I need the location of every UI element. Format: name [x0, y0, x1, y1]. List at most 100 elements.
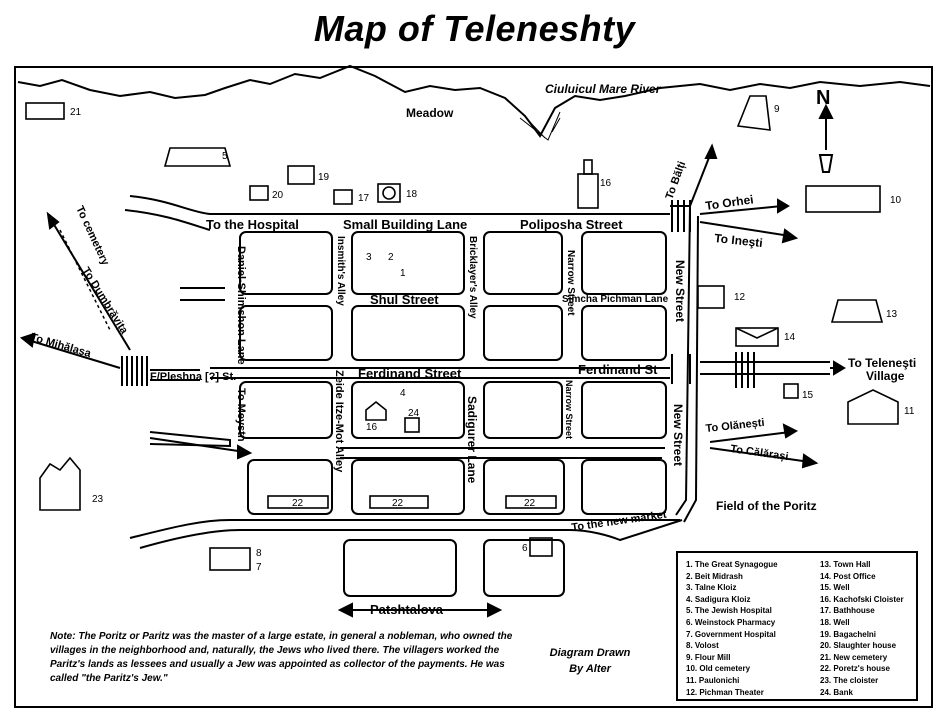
block [239, 305, 333, 361]
legend-item: 19. Bagachelni [820, 629, 877, 639]
block [247, 459, 333, 515]
legend-item: 5. The Jewish Hospital [686, 606, 772, 616]
river-label: Ciuluicul Mare River [545, 82, 662, 96]
poliposha-label: Poliposha Street [520, 217, 623, 232]
site-number: 5 [222, 151, 228, 162]
legend-item: 8. Volost [686, 641, 719, 651]
legend-column-left: 1. The Great Synagogue 2. Beit Midrash 3… [686, 559, 778, 698]
site-number: 7 [256, 562, 262, 573]
legend-item: 21. New cemetery [820, 652, 888, 662]
legend-item: 7. Government Hospital [686, 629, 776, 639]
legend-item: 15. Well [820, 583, 850, 593]
site-number: 24 [408, 408, 420, 419]
site-number: 8 [256, 548, 262, 559]
legend-item: 11. Paulonichi [686, 675, 740, 685]
narrow-street-label-1: Narrow Street [565, 250, 576, 316]
block [581, 231, 667, 295]
site-number: 21 [70, 107, 82, 118]
map-title: Map of Teleneshty [313, 8, 636, 49]
meadow-label: Meadow [406, 106, 454, 120]
zeide-alley-label: Zeide Itze-Mot Alley [333, 370, 345, 473]
map-labels: Ciuluicul Mare River Meadow N To the Hos… [29, 82, 916, 617]
note-text: Note: The Poritz or Paritz was the maste… [50, 631, 513, 684]
north-label: N [816, 87, 830, 109]
site-number: 17 [358, 193, 370, 204]
buildings [25, 95, 899, 571]
legend-column-right: 13. Town Hall 14. Post Office 15. Well 1… [820, 559, 904, 698]
legend-item: 16. Kachofski Cloister [820, 594, 904, 604]
direction-arrows [19, 103, 846, 618]
site-number: 15 [802, 390, 814, 401]
to-balti-label: To Bălți [664, 160, 689, 201]
city-blocks [239, 231, 667, 597]
site-number: 23 [92, 494, 104, 505]
block [351, 231, 465, 295]
credit-line-2: By Alter [569, 663, 611, 675]
legend-item: 4. Sadigura Kloiz [686, 594, 751, 604]
legend-item: 17. Bathhouse [820, 606, 875, 616]
block [351, 459, 465, 515]
village-label: Village [866, 369, 905, 383]
hills-outline [17, 64, 931, 138]
site-number: 9 [774, 104, 780, 115]
north-marker [818, 154, 834, 173]
site-number: 1 [400, 268, 406, 279]
block [351, 381, 465, 439]
block [351, 305, 465, 361]
to-dumbravita-label: To Dumbrăvița [79, 265, 130, 337]
simcha-lane-label: Simcha Pichman Lane [562, 294, 669, 305]
block [581, 305, 667, 361]
legend-item: 14. Post Office [820, 571, 876, 581]
legend-item: 20. Slaughter house [820, 641, 897, 651]
block [483, 305, 563, 361]
block [483, 459, 565, 515]
block [239, 231, 333, 295]
field-label: Field of the Poritz [716, 499, 817, 513]
site-number: 4 [400, 388, 406, 399]
block [239, 381, 333, 439]
site-number: 11 [904, 406, 915, 417]
block [483, 381, 563, 439]
site-number: 14 [784, 332, 796, 343]
site-numbers: 1 2 3 4 5 6 7 8 9 10 11 11 12 13 14 15 1… [70, 104, 915, 573]
to-inesti-label: To Ineşti [714, 231, 764, 250]
credit-line-1: Diagram Drawn [549, 647, 631, 659]
legend-item: 3. Talne Kloiz [686, 583, 737, 593]
streets [124, 195, 683, 549]
shul-street-label: Shul Street [370, 292, 439, 307]
fpleshna-label: F/Pleshna [?] St. [150, 371, 236, 383]
legend: 1. The Great Synagogue 2. Beit Midrash 3… [676, 551, 918, 701]
new-cemetery-symbol [25, 102, 65, 120]
site-number: 22 [292, 498, 304, 509]
daniel-lane-label: Daniel-Shimshon Lane [235, 246, 247, 365]
riverbank-hatching [519, 111, 561, 141]
block [483, 539, 565, 597]
to-mihalasa-label: To Mihălaşa [29, 331, 93, 360]
ferdinand-st-label: Ferdinand St [578, 362, 658, 377]
ferdinand-street-label: Ferdinand Street [358, 366, 462, 381]
site-number: 22 [524, 498, 536, 509]
to-calarasi-label: To Călărași [730, 443, 790, 463]
to-orhei-label: To Orhei [704, 192, 754, 213]
site-number: 2 [388, 252, 394, 263]
new-street-label-2: New Street [671, 404, 685, 466]
dotted-paths [59, 229, 111, 331]
to-meystn-label: To Meystn [235, 388, 247, 442]
legend-item: 2. Beit Midrash [686, 571, 743, 581]
legend-item: 12. Pichman Theater [686, 687, 764, 697]
sadigurer-lane-label: Sadigurer Lane [465, 396, 479, 484]
new-street [670, 205, 699, 523]
site-number: 18 [406, 189, 418, 200]
to-cemetery-label: To cemetery [73, 204, 111, 268]
legend-item: 6. Weinstock Pharmacy [686, 617, 776, 627]
to-hospital-label: To the Hospital [206, 217, 299, 232]
site-number: 12 [734, 292, 746, 303]
site-number: 22 [392, 498, 404, 509]
to-telenesti-label: To Teleneşti [848, 356, 916, 370]
site-number: 20 [272, 190, 284, 201]
block [581, 381, 667, 439]
legend-item: 18. Well [820, 617, 850, 627]
site-number: 16 [600, 178, 612, 189]
to-olanesti-label: To Olănești [705, 417, 765, 435]
